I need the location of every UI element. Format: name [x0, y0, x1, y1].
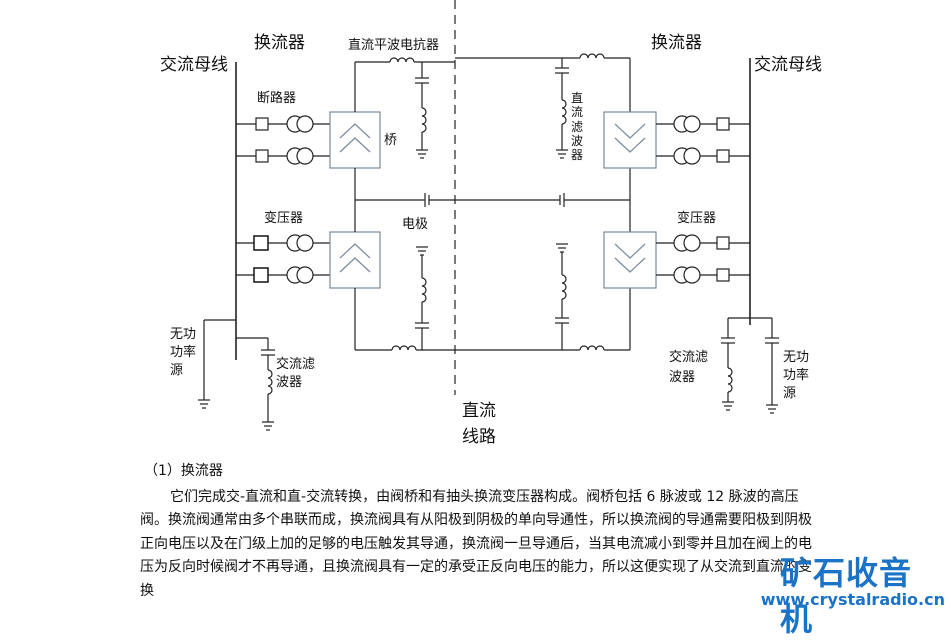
- electrode-label: 电极: [402, 217, 428, 232]
- dc-filter-right-upper: [555, 58, 569, 159]
- dc-filter-left-lower: [415, 246, 429, 350]
- ac-filter-left-label: 交流滤 波器: [276, 356, 319, 390]
- reactive-source-left-label: 无功 功率 源: [170, 327, 200, 378]
- watermark-url: www.crystalradio.cn: [760, 590, 945, 609]
- section-paragraph: 它们完成交-直流和直-交流转换，由阀桥和有抽头换流变压器构成。阀桥包括 6 脉波…: [140, 488, 812, 599]
- ac-bus-left-label: 交流母线: [160, 55, 228, 75]
- ac-filter-left: [236, 337, 275, 431]
- dc-filter-left-upper: [415, 62, 429, 159]
- site-watermark: 矿石收音机 www.crystalradio.cn: [761, 546, 951, 638]
- article-text: （1）换流器 它们完成交-直流和直-交流转换，由阀桥和有抽头换流变压器构成。阀桥…: [140, 460, 820, 603]
- reactive-source-right-label: 无功 功率 源: [783, 350, 813, 401]
- breaker-label: 断路器: [257, 90, 296, 106]
- bridge-left-upper: [329, 111, 381, 169]
- ac-filter-right: [721, 317, 750, 411]
- ac-bus-right-label: 交流母线: [754, 55, 822, 75]
- dc-filter-right-lower: [555, 243, 569, 350]
- bridge-left-lower: [329, 231, 381, 289]
- bridge-right-lower: [603, 231, 657, 289]
- transformer-right-label: 变压器: [677, 210, 716, 226]
- hvdc-diagram: 交流母线 换流器 直流平波电抗器 换流器 交流母线 断路器 桥 直 流 滤 波 …: [160, 0, 822, 447]
- transformer-left-label: 变压器: [264, 210, 303, 226]
- bridge-right-upper: [603, 111, 657, 169]
- feeders-right: [656, 115, 750, 284]
- dc-filter-label: 直 流 滤 波 器: [571, 91, 587, 162]
- reactive-source-right: [750, 317, 779, 414]
- converter-right-label: 换流器: [651, 33, 702, 53]
- reactive-source-left: [198, 319, 236, 409]
- feeders-left: [236, 115, 330, 284]
- section-heading: （1）换流器: [144, 463, 223, 479]
- dc-reactor-label: 直流平波电抗器: [348, 38, 439, 53]
- ac-filter-right-label: 交流滤 波器: [669, 349, 712, 385]
- dc-line-label: 直流 线路: [462, 401, 501, 447]
- converter-left-label: 换流器: [254, 33, 305, 53]
- bridge-label: 桥: [384, 133, 397, 148]
